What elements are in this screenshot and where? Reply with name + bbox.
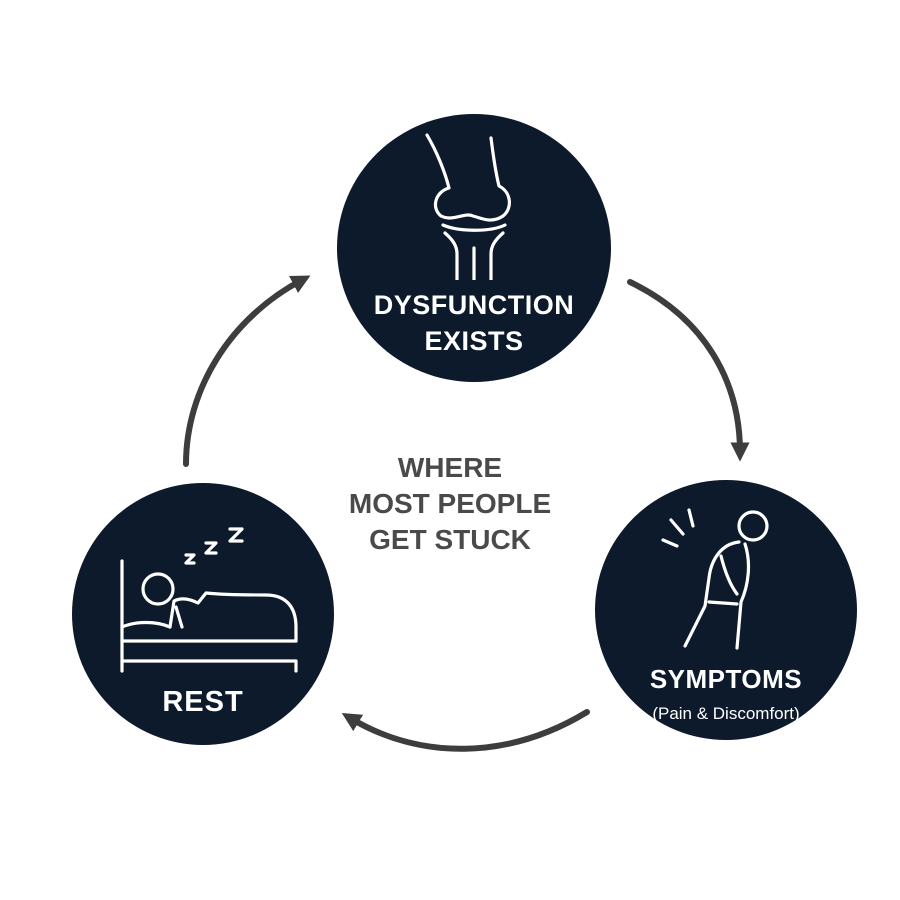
- symptoms-title: SYMPTOMS: [649, 664, 803, 694]
- rest-title: REST: [162, 686, 244, 718]
- dysfunction-node: DYSFUNCTION EXISTS: [337, 114, 611, 382]
- symptoms-node: SYMPTOMS (Pain & Discomfort): [595, 480, 857, 740]
- arrow-dysfunction-to-symptoms: [627, 279, 750, 462]
- symptoms-subtitle: (Pain & Discomfort): [652, 704, 800, 723]
- rest-node: REST: [72, 483, 334, 745]
- dysfunction-title: DYSFUNCTION: [373, 290, 575, 320]
- center-caption-line: WHERE: [397, 452, 503, 483]
- dysfunction-subtitle: EXISTS: [424, 326, 524, 356]
- knee-joint-icon: [425, 133, 511, 280]
- person-in-pain-icon: [661, 508, 769, 650]
- arrow-rest-to-dysfunction: [183, 275, 311, 467]
- center-caption-line: MOST PEOPLE: [348, 488, 552, 519]
- center-caption: WHERE MOST PEOPLE GET STUCK: [330, 450, 570, 558]
- center-caption-line: GET STUCK: [369, 524, 531, 555]
- arrow-symptoms-to-rest: [341, 709, 590, 752]
- person-sleeping-in-bed-icon: [120, 527, 298, 673]
